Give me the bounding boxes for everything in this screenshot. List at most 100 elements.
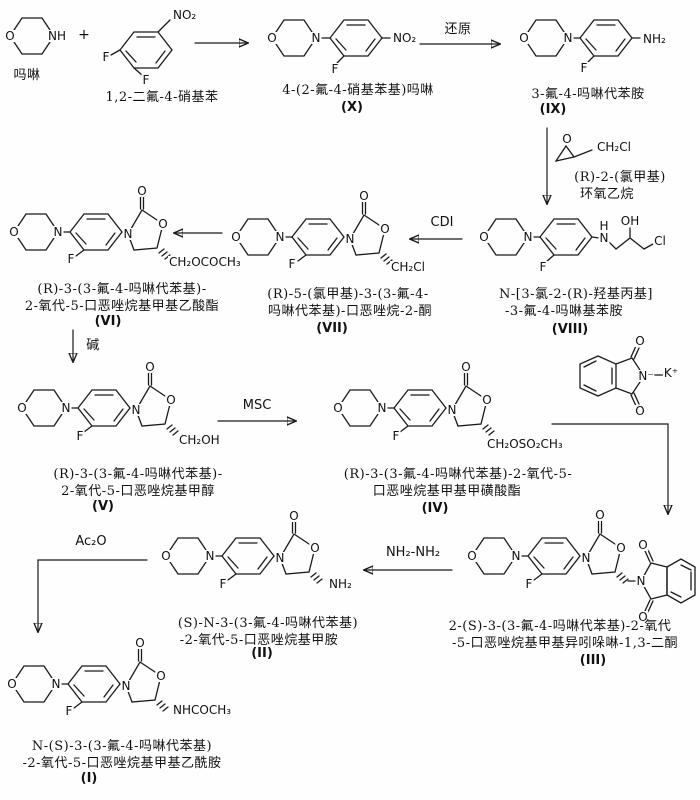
atom-o: O — [309, 541, 321, 555]
atom-n: N — [204, 549, 216, 563]
atom-n: N — [510, 549, 522, 563]
atom-f: F — [64, 704, 74, 718]
structure-iii — [471, 519, 696, 613]
structure-x — [271, 19, 391, 64]
atom-cl: Cl — [653, 234, 667, 248]
label-i-line1: N-(S)-3-(3-氟-4-吗啉代苯基) — [31, 739, 213, 754]
label-ii-id: (II) — [251, 646, 273, 661]
label-v-line2: 2-氧代-5-口恶唑烷基甲醇 — [61, 484, 215, 499]
atom-ch2oh: CH₂OH — [178, 433, 221, 447]
structure-iv — [337, 371, 495, 436]
label-morpholine-name: 吗啉 — [13, 68, 41, 83]
label-hydrazine: NH₂-NH₂ — [385, 545, 441, 560]
label-v-id: (V) — [92, 499, 114, 514]
atom-f: F — [218, 577, 228, 591]
atom-n: N — [120, 679, 132, 693]
plus-sign: + — [77, 27, 91, 43]
atom-n: N — [274, 230, 286, 244]
label-dfnb-name: 1,2-二氟-4-硝基苯 — [105, 90, 219, 105]
atom-n: N — [130, 403, 142, 417]
atom-o: O — [16, 401, 28, 415]
label-iv-line1: (R)-3-(3-氟-4-吗啉代苯基)-2-氧代-5- — [343, 467, 573, 482]
label-acetic-anhydride: Ac₂O — [75, 534, 107, 549]
atom-o: O — [4, 29, 16, 43]
label-viii-line2: -3-氟-4-吗啉基苯胺 — [504, 304, 624, 319]
label-vii-line2: 吗啉代苯基)-口恶唑烷-2-酮 — [267, 304, 433, 319]
label-x-name: 4-(2-氟-4-硝基苯基)吗啉 — [282, 83, 434, 98]
atom-ch2oso2ch3: CH₂OSO₂CH₃ — [486, 437, 564, 451]
atom-n: N — [310, 31, 322, 45]
atom-f: F — [524, 577, 534, 591]
atom-n-minus: N⁻ — [637, 369, 655, 383]
atom-ch2cl: CH₂Cl — [596, 140, 632, 154]
atom-o: O — [637, 538, 649, 552]
atom-n: N — [60, 401, 72, 415]
label-iv-line2: 口恶唑烷基甲基甲磺酸酯 — [372, 484, 522, 499]
atom-f: F — [75, 429, 85, 443]
label-base: 碱 — [86, 338, 100, 353]
arrow-acetic-anhydride — [38, 559, 148, 632]
label-msc: MSC — [242, 398, 272, 413]
atom-o: O — [561, 132, 573, 146]
atom-n: N — [52, 225, 64, 239]
atom-f: F — [66, 252, 76, 266]
atom-o: O — [478, 230, 490, 244]
label-x-id: (X) — [341, 100, 363, 115]
label-ix-name: 3-氟-4-吗啉代苯胺 — [531, 87, 645, 102]
atom-o: O — [155, 669, 167, 683]
atom-f: F — [101, 50, 111, 64]
atom-ch2cl: CH₂Cl — [390, 260, 426, 274]
label-v-line1: (R)-3-(3-氟-4-吗啉代苯基)- — [53, 467, 223, 482]
atom-o: O — [144, 360, 156, 374]
label-vii-id: (VII) — [316, 321, 348, 336]
atom-no2: NO₂ — [172, 8, 198, 22]
atom-o: O — [134, 636, 146, 650]
atom-o: O — [157, 217, 169, 231]
atom-o: O — [481, 393, 493, 407]
atom-o: O — [332, 401, 344, 415]
atom-o: O — [160, 549, 172, 563]
atom-f: F — [330, 62, 340, 76]
label-iii-line1: 2-(S)-3-(3-氟-4-吗啉代苯基)-2-氧代 — [448, 619, 672, 634]
atom-n: N — [274, 551, 286, 565]
atom-n: N — [122, 227, 134, 241]
label-vii-line1: (R)-5-(氯甲基)-3-(3-氟-4- — [267, 287, 429, 302]
atom-n: N — [580, 551, 592, 565]
structure-vi — [13, 195, 171, 260]
atom-h: H — [598, 219, 610, 233]
label-iv-id: (IV) — [421, 501, 449, 516]
atom-n: N — [50, 677, 62, 691]
structure-ix — [523, 19, 641, 64]
atom-f: F — [141, 73, 151, 87]
label-ix-id: (IX) — [539, 102, 567, 117]
atom-o: O — [266, 31, 278, 45]
atom-o: O — [136, 184, 148, 198]
atom-f: F — [538, 260, 548, 274]
atom-o: O — [637, 610, 649, 624]
atom-o: O — [379, 222, 391, 236]
atom-n: N — [598, 231, 610, 245]
label-reduction: 还原 — [444, 22, 472, 37]
atom-n: N — [376, 401, 388, 415]
label-vi-id: (VI) — [94, 314, 122, 329]
atom-f: F — [391, 429, 401, 443]
structure-difluoronitrobenzene — [110, 19, 173, 76]
atom-o: O — [634, 404, 646, 418]
atom-o: O — [466, 549, 478, 563]
atom-o: O — [358, 189, 370, 203]
atom-n: N — [522, 230, 534, 244]
structure-i — [11, 647, 169, 712]
atom-o: O — [615, 541, 627, 555]
atom-n: N — [446, 403, 458, 417]
atom-n: N — [635, 574, 647, 588]
label-iii-id: (III) — [579, 653, 607, 668]
label-vi-line2: 2-氧代-5-口恶唑烷基甲基乙酸酯 — [24, 299, 220, 314]
atom-o: O — [460, 360, 472, 374]
atom-nh: NH — [47, 29, 67, 43]
label-epoxide-line1: (R)-2-(氯甲基) — [574, 170, 666, 185]
atom-n: N — [344, 232, 356, 246]
atom-no2: NO₂ — [392, 31, 418, 45]
atom-o: O — [165, 393, 177, 407]
